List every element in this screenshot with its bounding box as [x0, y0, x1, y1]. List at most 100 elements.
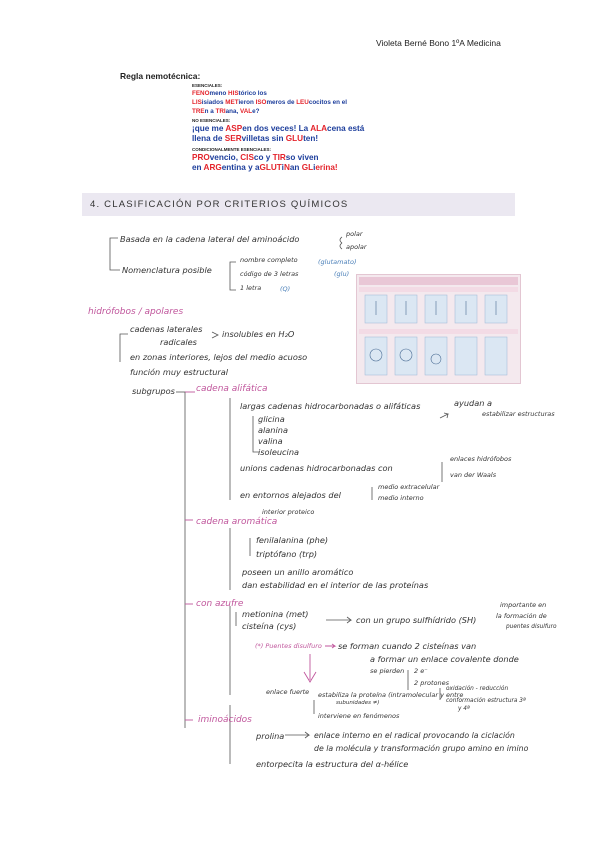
mnemonic-segment: en dos veces! La	[242, 124, 311, 133]
note-apolar: apolar	[346, 243, 367, 251]
note-estabiliza: estabiliza la proteína (intramolecular y…	[318, 691, 464, 699]
note-van-der-waals: van der Waals	[450, 471, 497, 479]
mnemonic-segment: MET	[225, 99, 239, 106]
mnemonic-segment: SER	[224, 134, 242, 143]
note-entornos: en entornos alejados del	[240, 490, 341, 500]
note-medio-interno: medio interno	[378, 494, 424, 502]
heading-cadena-alifatica: cadena alifática	[196, 384, 268, 394]
mnemonic-segment: ASP	[225, 124, 243, 133]
mnemonic-segment: PRO	[192, 153, 210, 162]
mnemonic-segment: vencio,	[209, 153, 241, 162]
note-oxidacion: oxidación - reducción	[446, 686, 509, 692]
heading-hidrofobos: hidrófobos / apolares	[88, 307, 184, 317]
note-estabilizar: estabilizar estructuras	[482, 410, 555, 418]
note-de-la-molecula: de la molécula y transformación grupo am…	[314, 744, 529, 753]
aa-isoleucina: isoleucina	[258, 447, 300, 457]
section-header: 4. CLASIFICACIÓN POR CRITERIOS QUÍMICOS	[82, 193, 515, 216]
note-enlace-fuerte: enlace fuerte	[266, 688, 310, 696]
mnemonic-segment: cocitos en el	[308, 99, 347, 106]
essential-line: TREn a TRIana, VALe?	[192, 107, 418, 116]
nonessential-label: NO ESENCIALES:	[192, 118, 231, 123]
note-subunidades: subunidades ≠)	[336, 700, 380, 706]
mnemonic-segment: N	[283, 163, 290, 172]
note-funcion: función muy estructural	[130, 367, 229, 377]
note-a-formar: a formar un enlace covalente donde	[370, 654, 519, 664]
note-conformacion: conformación estructura 3ª	[446, 698, 526, 704]
mnemonic-segment: CIS	[240, 153, 254, 162]
amino-acid-table-image	[356, 274, 521, 384]
mnemonic-segment: meno	[209, 90, 229, 97]
mnemonic-segment: cena está	[327, 124, 365, 133]
conditional-line: en ARGentina y aGLUTiNan GLierina!	[192, 163, 418, 173]
mnemonic-segment: ARG	[203, 163, 222, 172]
note-zonas-interiores: en zonas interiores, lejos del medio acu…	[130, 352, 308, 362]
heading-cadena-aromatica: cadena aromática	[196, 517, 278, 527]
note-radicales: radicales	[160, 337, 197, 347]
note-ayudan: ayudan a	[454, 398, 493, 408]
note-q: (Q)	[280, 285, 291, 293]
mnemonic-segment: HIS	[228, 90, 239, 97]
note-glu: (glu)	[334, 270, 350, 278]
note-importante-en: importante en	[500, 601, 547, 609]
mnemonic-segment: llena de	[192, 134, 225, 143]
nonessential-line: ¡que me ASPen dos veces! La ALAcena está	[192, 124, 418, 134]
note-codigo3: código de 3 letras	[240, 270, 299, 278]
mnemonic-segment: erina!	[315, 163, 338, 172]
note-puentes-disulfuro: puentes disulfuro	[506, 624, 557, 630]
mnemonic-segment: isiados	[201, 99, 226, 106]
note-subgrupos: subgrupos	[132, 386, 175, 396]
amino-acid-structures-figure	[359, 277, 518, 376]
aa-alanina: alanina	[258, 425, 288, 435]
note-glutamato: (glutamato)	[318, 258, 357, 266]
mnemonic-segment: ¡que me	[192, 124, 226, 133]
mnemonic-segment: LIS	[192, 99, 202, 106]
mnemonic-segment: TRE	[192, 108, 205, 115]
conditional-label: CONDICIONALMENTE ESENCIALES:	[192, 147, 272, 152]
essential-line: LISisiados METieron ISOmeros de LEUcocit…	[192, 98, 418, 107]
essential-label: ESENCIALES:	[192, 83, 223, 88]
mnemonic-segment: meros de	[266, 99, 297, 106]
author-header: Violeta Berné Bono 1ºA Medicina	[376, 38, 501, 48]
mnemonic-segment: an	[289, 163, 302, 172]
mnemonic-segment: ISO	[255, 99, 267, 106]
note-y-4a: y 4ª	[458, 706, 470, 712]
nonessential-lines: ¡que me ASPen dos veces! La ALAcena está…	[192, 124, 418, 144]
note-se-pierden: se pierden	[370, 667, 405, 675]
essential-line: FENOmeno HIStórico los	[192, 89, 418, 98]
note-largas-cadenas: largas cadenas hidrocarbonadas o alifáti…	[240, 401, 421, 411]
mnemonic-segment: ten!	[303, 134, 319, 143]
mnemonic-segment: entina y a	[221, 163, 260, 172]
mnemonic-segment: GLUT	[259, 163, 282, 172]
aa-glicina: glicina	[258, 414, 285, 424]
note-dos-e: 2 e⁻	[414, 667, 428, 675]
note-interior-proteico: interior proteico	[262, 508, 315, 516]
mnemonic-segment: n a	[204, 108, 216, 115]
mnemonic-segment: villetas sin	[241, 134, 286, 143]
mnemonic-segment: GL	[301, 163, 314, 172]
note-nombre-completo: nombre completo	[240, 256, 298, 264]
note-puentes-label: (*) Puentes disulfuro	[255, 642, 322, 650]
mnemonic-title: Regla nemotécnica:	[120, 71, 201, 81]
note-interviene: interviene en fenómenos	[318, 712, 400, 720]
mnemonic-segment: LEU	[296, 99, 309, 106]
note-se-forman: se forman cuando 2 cisteínas van	[338, 641, 477, 651]
mnemonic-segment: co y	[253, 153, 273, 162]
mnemonic-segment: TIR	[272, 153, 286, 162]
aa-triptofano: triptófano (trp)	[256, 549, 318, 559]
mnemonic-segment: ALA	[310, 124, 328, 133]
mnemonic-segment: tórico los	[238, 90, 267, 97]
note-medio-extracelular: medio extracelular	[378, 483, 440, 491]
note-dos-protones: 2 protones	[414, 679, 450, 687]
nonessential-line: llena de SERvilletas sin GLUten!	[192, 134, 418, 144]
section-title: 4. CLASIFICACIÓN POR CRITERIOS QUÍMICOS	[90, 199, 349, 210]
aa-valina: valina	[258, 436, 283, 446]
note-cadenas-laterales: cadenas laterales	[130, 324, 203, 334]
mnemonic-segment: GLU	[285, 134, 304, 143]
note-entorpece: entorpecita la estructura del α-hélice	[256, 759, 409, 769]
note-grupo-sulfhidrilo: con un grupo sulfhídrido (SH)	[356, 615, 477, 625]
mnemonic-segment: FENO	[192, 90, 210, 97]
mnemonic-segment: VAL	[239, 108, 253, 115]
aa-prolina: prolina	[256, 731, 285, 741]
